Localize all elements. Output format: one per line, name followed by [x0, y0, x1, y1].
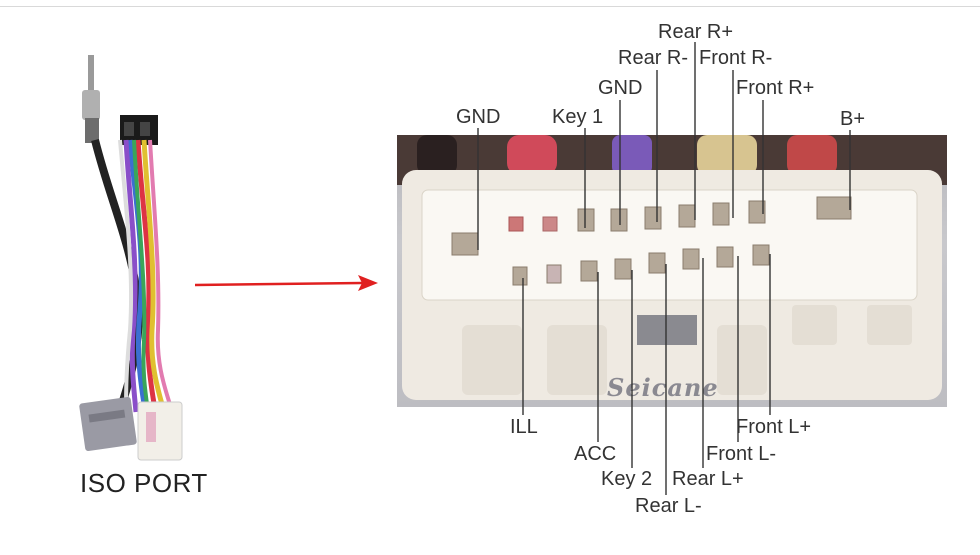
label-key-2: Key 2 — [601, 468, 653, 490]
label-rear-l-minus: Rear L- — [635, 495, 702, 517]
label-rear-r-plus: Rear R+ — [658, 21, 734, 43]
label-gnd-mid: GND — [598, 77, 643, 99]
label-gnd-left: GND — [456, 106, 501, 128]
iso-port-label: ISO PORT — [80, 468, 208, 498]
label-front-l-plus: Front L+ — [736, 416, 812, 438]
connector-photo: Seicane — [397, 135, 947, 407]
label-rear-l-plus: Rear L+ — [672, 468, 744, 490]
label-key-1: Key 1 — [552, 106, 604, 128]
label-rear-r-minus: Rear R- — [618, 47, 689, 69]
label-acc: ACC — [574, 443, 617, 465]
label-b-plus: B+ — [840, 108, 866, 130]
red-arrow-icon — [194, 275, 378, 291]
watermark-logo: Seicane — [607, 373, 719, 402]
label-front-l-minus: Front L- — [706, 443, 777, 465]
label-ill: ILL — [510, 416, 538, 438]
label-front-r-minus: Front R- — [699, 47, 773, 69]
iso-harness-image — [79, 55, 183, 461]
label-front-r-plus: Front R+ — [736, 77, 815, 99]
top-divider — [0, 6, 980, 7]
